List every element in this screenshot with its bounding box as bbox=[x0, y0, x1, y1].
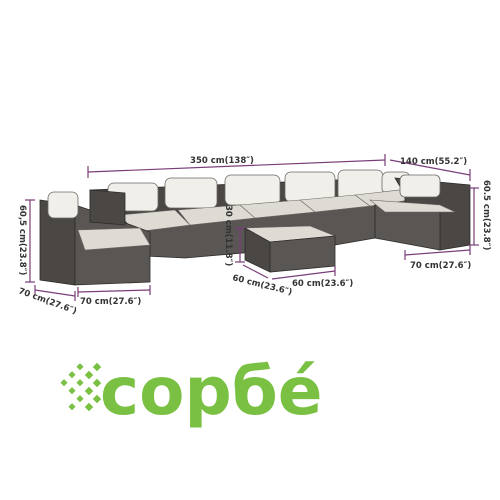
sectional-sofa bbox=[89, 169, 471, 259]
left-depth-label: 70 cm(27.6″) bbox=[17, 286, 78, 316]
total-width-label: 350 cm(138″) bbox=[190, 156, 254, 166]
dimension-lines bbox=[25, 154, 479, 301]
brand-logo: copбé bbox=[60, 353, 323, 430]
left-height-label: 60,5 cm(23.8″) bbox=[17, 205, 27, 275]
left-width-label: 70 cm(27.6″) bbox=[80, 297, 141, 307]
coffee-table bbox=[243, 225, 336, 273]
logo-mosaic-icon bbox=[60, 362, 102, 412]
table-width-label: 60 cm(23.6″) bbox=[292, 279, 353, 289]
left-armchair bbox=[39, 189, 151, 286]
logo-wordmark: copбé bbox=[100, 353, 323, 430]
right-depth-label: 70 cm(27.6″) bbox=[410, 261, 471, 271]
side-width-label: 140 cm(55.2″) bbox=[400, 157, 467, 167]
table-height-label: 30 cm(11.8″) bbox=[223, 205, 233, 266]
right-height-label: 60.5 cm(23.8″) bbox=[481, 180, 491, 250]
